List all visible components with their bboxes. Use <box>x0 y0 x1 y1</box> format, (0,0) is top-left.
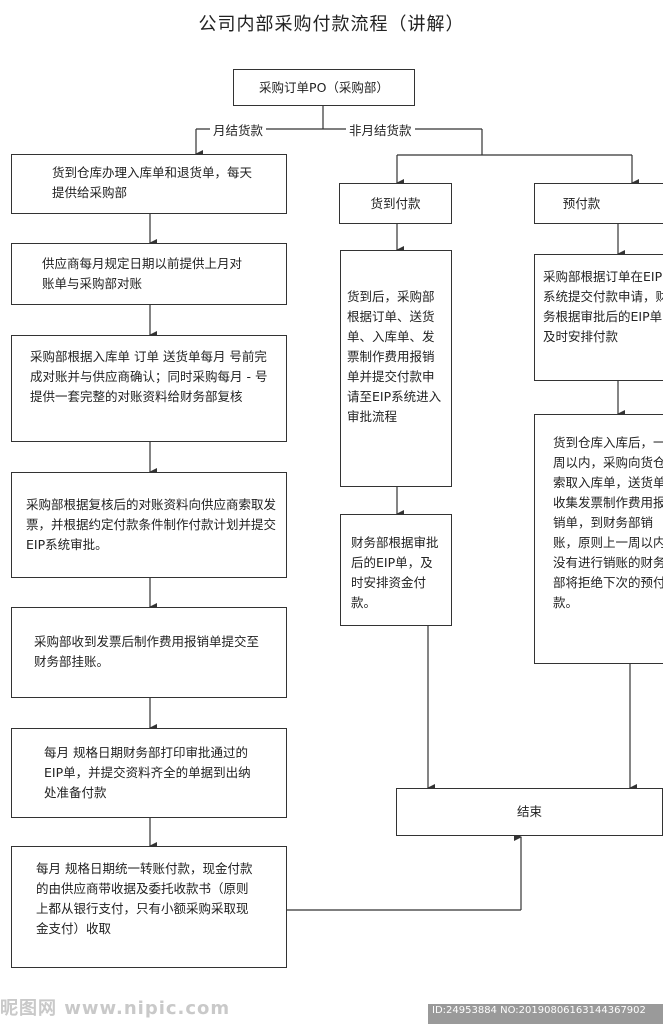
prepay-step-2-text: 货到仓库入库后，一周以内，采购向货仓索取入库单，送货单收集发票制作费用报销单，到… <box>553 435 663 610</box>
monthly-step-3: 采购部根据入库单 订单 送货单每月 号前完成对账并与供应商确认；同时采购每月 -… <box>11 335 287 442</box>
prepay-header: 预付款 <box>534 183 663 224</box>
monthly-step-2-text: 供应商每月规定日期以前提供上月对账单与采购部对账 <box>42 256 243 291</box>
cod-step-1: 货到后，采购部根据订单、送货单、入库单、发票制作费用报销单并提交付款申请至EIP… <box>340 250 452 487</box>
prepay-header-label: 预付款 <box>562 195 601 211</box>
image-id-text: ID:24953884 NO:20190806163144367902 <box>432 1005 646 1016</box>
page-title: 公司内部采购付款流程（讲解） <box>198 14 465 35</box>
monthly-step-7-text: 每月 规格日期统一转账付款，现金付款的由供应商带收据及委托收款书（原则上都从银行… <box>36 861 253 936</box>
cod-step-2: 财务部根据审批后的EIP单，及时安排资金付款。 <box>340 514 452 626</box>
monthly-step-7: 每月 规格日期统一转账付款，现金付款的由供应商带收据及委托收款书（原则上都从银行… <box>11 846 287 968</box>
prepay-step-1: 采购部根据订单在EIP系统提交付款申请，财务根据审批后的EIP单及时安排付款 <box>534 254 663 381</box>
start-node-label: 采购订单PO（采购部） <box>259 79 389 95</box>
cod-header-label: 货到付款 <box>370 195 421 211</box>
watermark: 昵图网 www.nipic.com <box>0 994 230 1020</box>
image-id-bar: ID:24953884 NO:20190806163144367902 <box>428 1004 663 1024</box>
branch-label-nonmonthly: 非月结货款 <box>346 120 415 139</box>
start-node: 采购订单PO（采购部） <box>233 69 415 106</box>
prepay-step-2: 货到仓库入库后，一周以内，采购向货仓索取入库单，送货单收集发票制作费用报销单，到… <box>534 414 663 664</box>
cod-step-2-text: 财务部根据审批后的EIP单，及时安排资金付款。 <box>351 535 439 610</box>
end-node: 结束 <box>396 788 663 836</box>
monthly-step-4-text: 采购部根据复核后的对账资料向供应商索取发票，并根据约定付款条件制作付款计划并提交… <box>26 497 277 552</box>
watermark-text: 昵图网 www.nipic.com <box>0 998 231 1019</box>
prepay-step-1-text: 采购部根据订单在EIP系统提交付款申请，财务根据审批后的EIP单及时安排付款 <box>543 269 663 344</box>
monthly-step-1-text: 货到仓库办理入库单和退货单，每天提供给采购部 <box>52 165 253 200</box>
monthly-step-6-text: 每月 规格日期财务部打印审批通过的EIP单，并提交资料齐全的单据到出纳处准备付款 <box>44 745 251 800</box>
branch-label-monthly: 月结货款 <box>210 120 267 139</box>
monthly-step-4: 采购部根据复核后的对账资料向供应商索取发票，并根据约定付款条件制作付款计划并提交… <box>11 472 287 578</box>
monthly-step-2: 供应商每月规定日期以前提供上月对账单与采购部对账 <box>11 243 287 305</box>
monthly-step-5-text: 采购部收到发票后制作费用报销单提交至财务部挂账。 <box>34 634 260 669</box>
monthly-step-1: 货到仓库办理入库单和退货单，每天提供给采购部 <box>11 154 287 214</box>
monthly-step-3-text: 采购部根据入库单 订单 送货单每月 号前完成对账并与供应商确认；同时采购每月 -… <box>30 349 268 404</box>
cod-step-1-text: 货到后，采购部根据订单、送货单、入库单、发票制作费用报销单并提交付款申请至EIP… <box>347 289 442 424</box>
monthly-step-5: 采购部收到发票后制作费用报销单提交至财务部挂账。 <box>11 607 287 698</box>
cod-header: 货到付款 <box>339 183 452 224</box>
monthly-step-6: 每月 规格日期财务部打印审批通过的EIP单，并提交资料齐全的单据到出纳处准备付款 <box>11 728 287 818</box>
end-node-label: 结束 <box>516 804 542 819</box>
